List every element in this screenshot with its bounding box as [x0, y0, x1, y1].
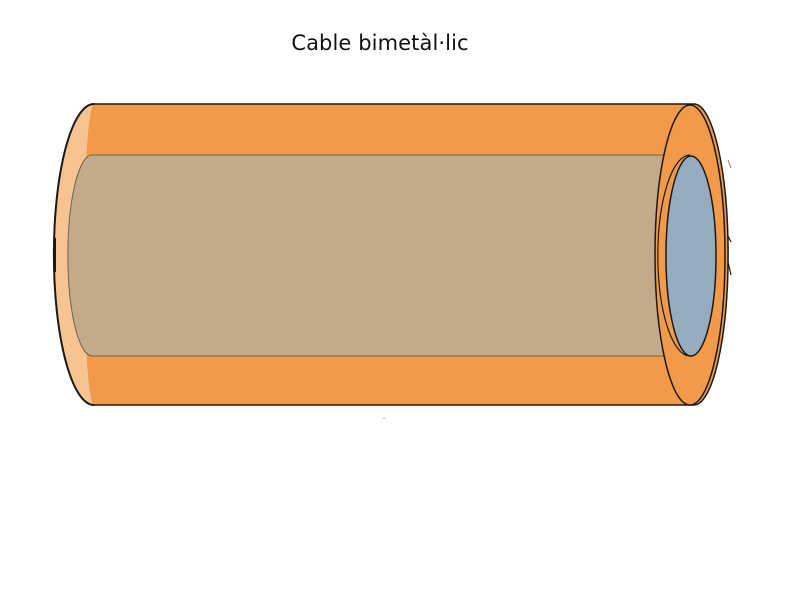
- outer-layer-left-outline: [52, 103, 95, 406]
- rim-tick-bottom: [727, 261, 732, 276]
- core-cross-section: [665, 155, 717, 357]
- core-right-edge: [657, 154, 691, 357]
- inner-core-outline: [67, 154, 690, 357]
- inner-core-body: [67, 155, 690, 356]
- rim-tick-top: [727, 159, 732, 169]
- diagram-title: Cable bimetàl·lic: [291, 31, 469, 55]
- stray-dot: [383, 417, 385, 419]
- rim-tick-middle: [727, 235, 732, 243]
